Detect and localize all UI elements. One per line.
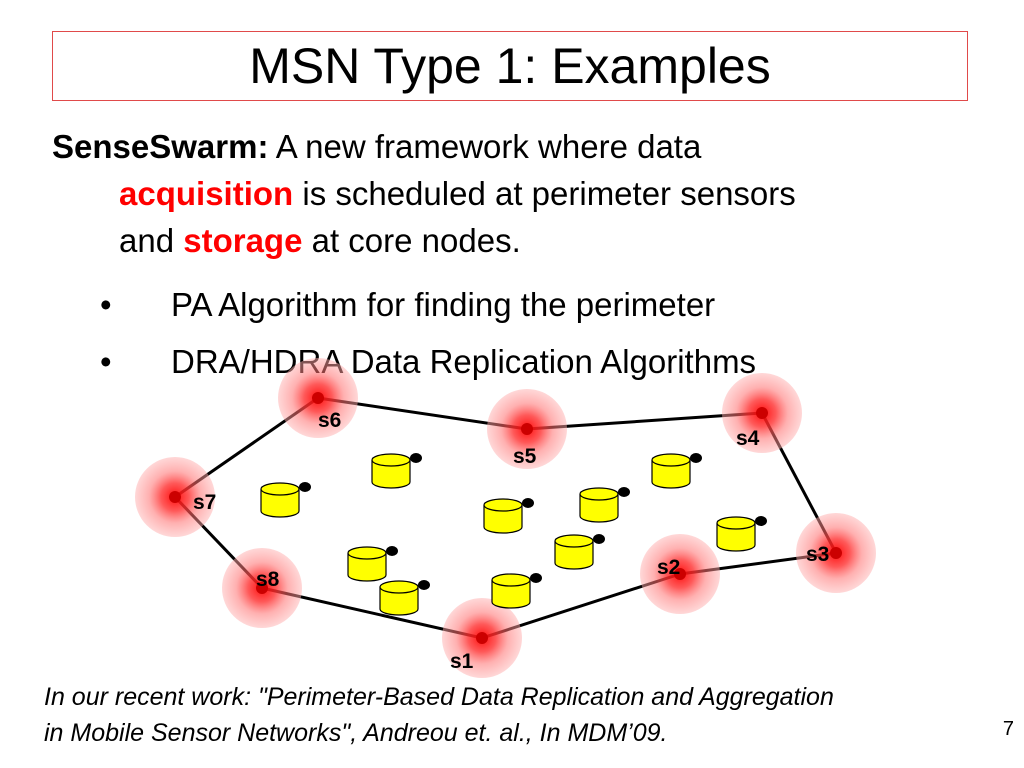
intro-paragraph: SenseSwarm: A new framework where data a… [52, 123, 972, 264]
node-label-s3: s3 [806, 543, 829, 566]
cylinder-body [579, 494, 619, 523]
sensor-dot [530, 573, 542, 583]
intro-text-2: is scheduled at perimeter sensors [293, 175, 796, 212]
perimeter-node-s5: s5 [487, 389, 567, 469]
sensor-dot [386, 546, 398, 556]
node-label-s6: s6 [318, 409, 341, 432]
cylinder-body [554, 541, 594, 570]
intro-text-4: at core nodes. [302, 222, 521, 259]
perimeter-node-s7: s7 [135, 457, 216, 537]
core-storage-node [483, 498, 534, 534]
intro-line-2: acquisition is scheduled at perimeter se… [52, 170, 972, 217]
node-label-s4: s4 [736, 427, 760, 450]
cylinder-body [260, 489, 300, 518]
node-label-s5: s5 [513, 445, 537, 468]
cylinder-body [371, 460, 411, 489]
cylinder-top [716, 516, 756, 530]
cylinder-body [483, 505, 523, 534]
page-number: 7 [1002, 718, 1014, 740]
highlight-storage: storage [183, 222, 303, 259]
node-label-s2: s2 [657, 556, 680, 579]
cylinder-top [483, 498, 523, 512]
sensor-dot [690, 453, 702, 463]
footnote: In our recent work: "Perimeter-Based Dat… [44, 679, 834, 751]
core-storage-node [579, 487, 630, 523]
sensor-dot [299, 482, 311, 492]
bullet-dot: • [100, 343, 112, 380]
node-label-s8: s8 [256, 568, 280, 591]
cylinder-body [347, 553, 387, 582]
perimeter-node-s3: s3 [796, 513, 876, 593]
core-storage-node [371, 453, 422, 489]
footnote-line-1: In our recent work: "Perimeter-Based Dat… [44, 683, 834, 711]
intro-line-1: SenseSwarm: A new framework where data [52, 123, 972, 170]
core-storage-node [554, 534, 605, 570]
core-storage-node [379, 580, 430, 616]
cylinder-body [379, 587, 419, 616]
cylinder-top [260, 482, 300, 496]
bullet-item: • DRA/HDRA Data Replication Algorithms [100, 333, 756, 390]
title-box: MSN Type 1: Examples [52, 31, 968, 101]
sensor-dot [618, 487, 630, 497]
node-label-s1: s1 [450, 650, 474, 673]
cylinder-top [379, 580, 419, 594]
perimeter-node-s1: s1 [442, 598, 522, 678]
sensor-dot [593, 534, 605, 544]
core-storage-node [347, 546, 398, 582]
intro-term: SenseSwarm: [52, 128, 269, 165]
footnote-line-2: in Mobile Sensor Networks", Andreou et. … [44, 719, 668, 747]
highlight-acquisition: acquisition [119, 175, 294, 212]
bullet-text: DRA/HDRA Data Replication Algorithms [171, 343, 757, 380]
node-label-s7: s7 [193, 491, 216, 514]
cylinder-body [716, 523, 756, 552]
core-storage-node [260, 482, 311, 518]
cylinder-body [651, 460, 691, 489]
cylinder-top [491, 573, 531, 587]
core-storage-node [716, 516, 767, 552]
core-nodes [260, 453, 767, 616]
perimeter-node-s6: s6 [278, 358, 358, 438]
slide-title: MSN Type 1: Examples [249, 38, 771, 94]
cylinder-top [347, 546, 387, 560]
cylinder-top [579, 487, 619, 501]
sensor-dot [522, 498, 534, 508]
bullet-list: • PA Algorithm for finding the perimeter… [100, 276, 756, 390]
cylinder-top [554, 534, 594, 548]
bullet-item: • PA Algorithm for finding the perimeter [100, 276, 756, 333]
core-storage-node [651, 453, 702, 489]
core-storage-node [491, 573, 542, 609]
cylinder-body [491, 580, 531, 609]
perimeter-node-s8: s8 [222, 548, 302, 628]
perimeter-node-s2: s2 [640, 534, 720, 614]
intro-line-3: and storage at core nodes. [52, 217, 972, 264]
sensor-dot [410, 453, 422, 463]
bullet-dot: • [100, 286, 112, 323]
intro-text-3: and [119, 222, 184, 259]
sensor-dot [418, 580, 430, 590]
intro-text-1: A new framework where data [268, 128, 702, 165]
sensor-dot [755, 516, 767, 526]
perimeter-node-s4: s4 [722, 373, 802, 453]
cylinder-top [371, 453, 411, 467]
cylinder-top [651, 453, 691, 467]
bullet-text: PA Algorithm for finding the perimeter [171, 286, 716, 323]
